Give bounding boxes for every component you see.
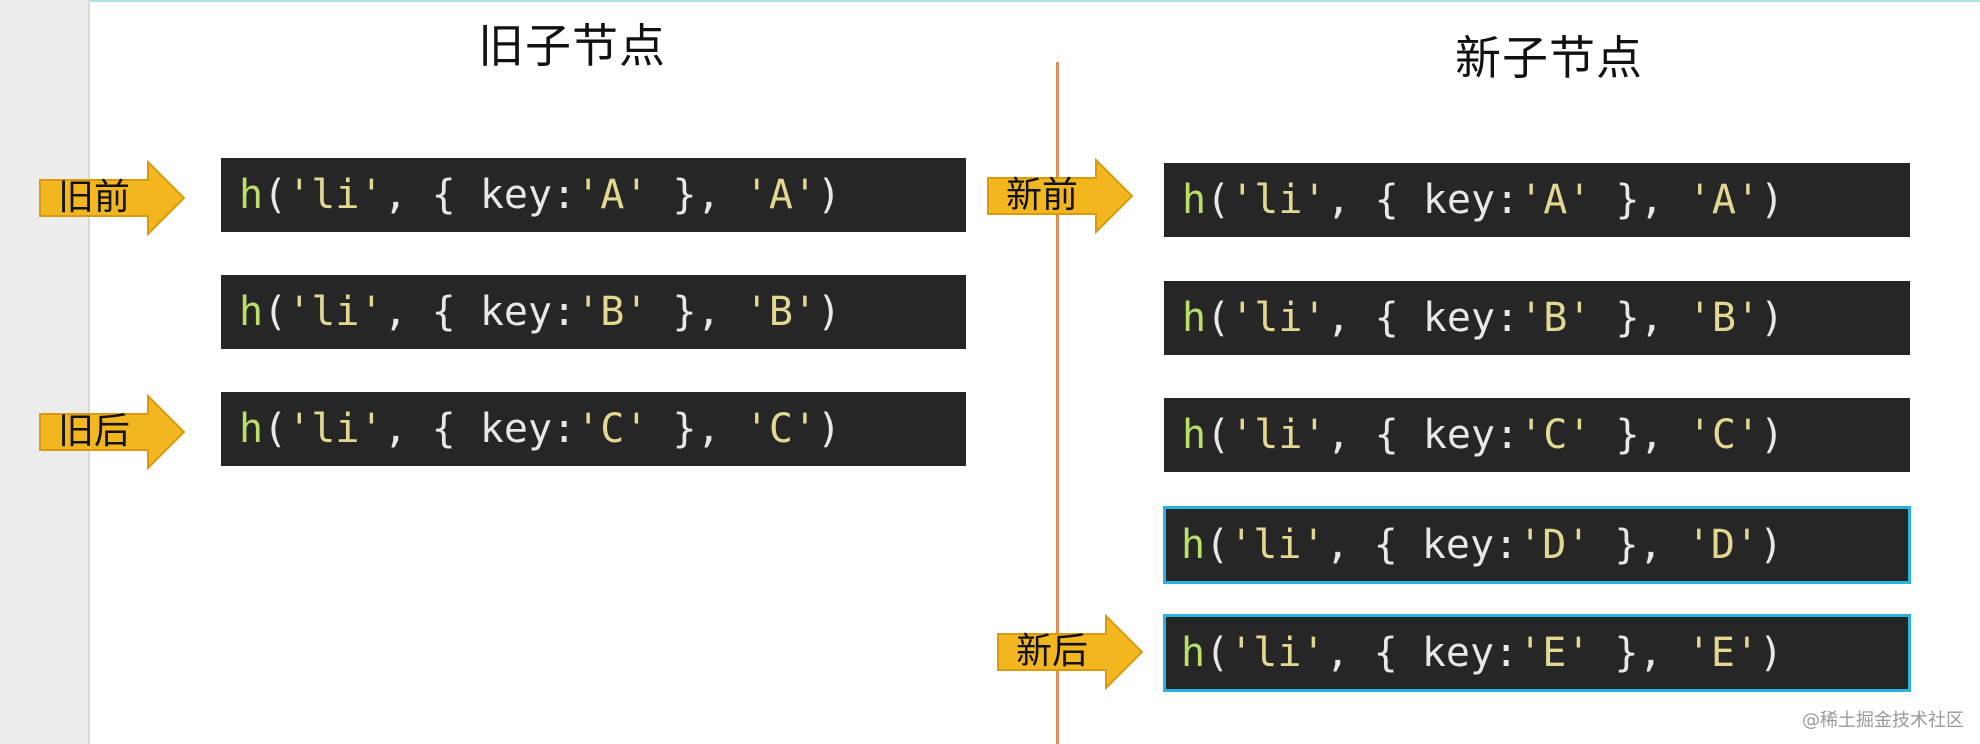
code-key-label: key: [479, 406, 577, 452]
pointer-label: 旧前 [58, 177, 131, 218]
code-tag: 'li' [1229, 522, 1326, 568]
code-key-label: key: [1422, 177, 1520, 223]
code-key: 'A' [1519, 177, 1592, 223]
code-function: h [239, 172, 264, 218]
left-gutter [0, 0, 90, 744]
pointer-label: 旧后 [58, 411, 131, 452]
code-function: h [1182, 295, 1207, 341]
code-text: 'C' [744, 406, 817, 452]
code-key: 'C' [1519, 412, 1592, 458]
old-children-heading: 旧子节点 [478, 19, 666, 73]
code-tag: 'li' [287, 172, 384, 218]
old-node-c: h('li', { key: 'C' }, 'C') [221, 392, 966, 466]
arrow-right-icon [987, 158, 1134, 234]
code-text: 'C' [1687, 412, 1760, 458]
code-key-label: key: [1421, 522, 1519, 568]
code-key: 'A' [576, 172, 649, 218]
code-key-label: key: [1421, 630, 1519, 676]
divider-line [1056, 62, 1059, 744]
code-key: 'D' [1518, 522, 1591, 568]
code-tag: 'li' [287, 406, 384, 452]
new-start-pointer: 新前 [984, 158, 1134, 234]
arrow-right-icon [39, 394, 186, 470]
new-node-c: h('li', { key: 'C' }, 'C') [1164, 398, 1910, 472]
code-function: h [239, 289, 264, 335]
code-text: 'D' [1686, 522, 1759, 568]
code-function: h [1181, 522, 1206, 568]
gutter-edge [88, 0, 90, 744]
code-text: 'B' [1687, 295, 1760, 341]
code-text: 'B' [744, 289, 817, 335]
old-node-a: h('li', { key: 'A' }, 'A') [221, 158, 966, 232]
arrow-right-icon [997, 614, 1144, 690]
code-tag: 'li' [1230, 295, 1327, 341]
new-children-heading: 新子节点 [1455, 31, 1643, 85]
code-text: 'A' [744, 172, 817, 218]
code-key-label: key: [1422, 295, 1520, 341]
new-end-pointer: 新后 [994, 614, 1144, 690]
code-key: 'E' [1518, 630, 1591, 676]
new-node-b: h('li', { key: 'B' }, 'B') [1164, 281, 1910, 355]
code-key: 'B' [1519, 295, 1592, 341]
code-function: h [1181, 630, 1206, 676]
code-function: h [1182, 177, 1207, 223]
code-key-label: key: [479, 172, 577, 218]
old-node-b: h('li', { key: 'B' }, 'B') [221, 275, 966, 349]
code-tag: 'li' [1230, 412, 1327, 458]
pointer-label: 新前 [1006, 175, 1079, 216]
code-text: 'A' [1687, 177, 1760, 223]
new-node-a: h('li', { key: 'A' }, 'A') [1164, 163, 1910, 237]
code-key: 'C' [576, 406, 649, 452]
code-function: h [1182, 412, 1207, 458]
arrow-right-icon [39, 160, 186, 236]
code-key-label: key: [1422, 412, 1520, 458]
code-tag: 'li' [287, 289, 384, 335]
new-node-d: h('li', { key: 'D' }, 'D') [1163, 506, 1911, 584]
code-key-label: key: [479, 289, 577, 335]
old-end-pointer: 旧后 [36, 394, 186, 470]
old-start-pointer: 旧前 [36, 160, 186, 236]
code-text: 'E' [1686, 630, 1759, 676]
watermark: @稀土掘金技术社区 [1802, 710, 1964, 731]
new-node-e: h('li', { key: 'E' }, 'E') [1163, 614, 1911, 692]
code-tag: 'li' [1230, 177, 1327, 223]
pointer-label: 新后 [1016, 631, 1089, 672]
code-key: 'B' [576, 289, 649, 335]
top-rule [90, 0, 1980, 2]
code-function: h [239, 406, 264, 452]
code-tag: 'li' [1229, 630, 1326, 676]
